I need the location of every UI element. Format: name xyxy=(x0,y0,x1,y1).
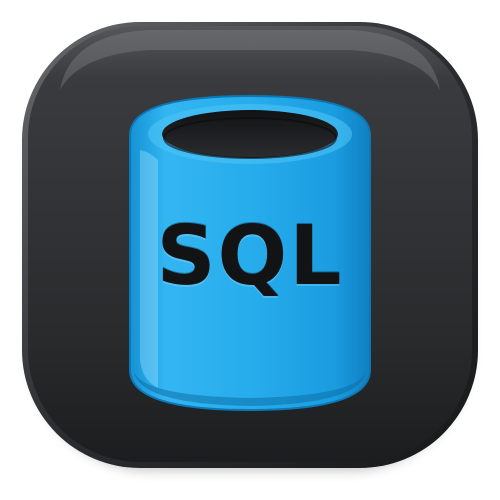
cylinder-bottom-bevel xyxy=(134,372,366,406)
tile-gloss xyxy=(60,30,440,90)
sql-label: SQL xyxy=(156,209,344,304)
cylinder-opening-edge xyxy=(163,117,337,159)
cylinder-highlight xyxy=(140,150,158,388)
database-cylinder xyxy=(129,94,371,412)
cylinder-opening xyxy=(162,110,338,158)
